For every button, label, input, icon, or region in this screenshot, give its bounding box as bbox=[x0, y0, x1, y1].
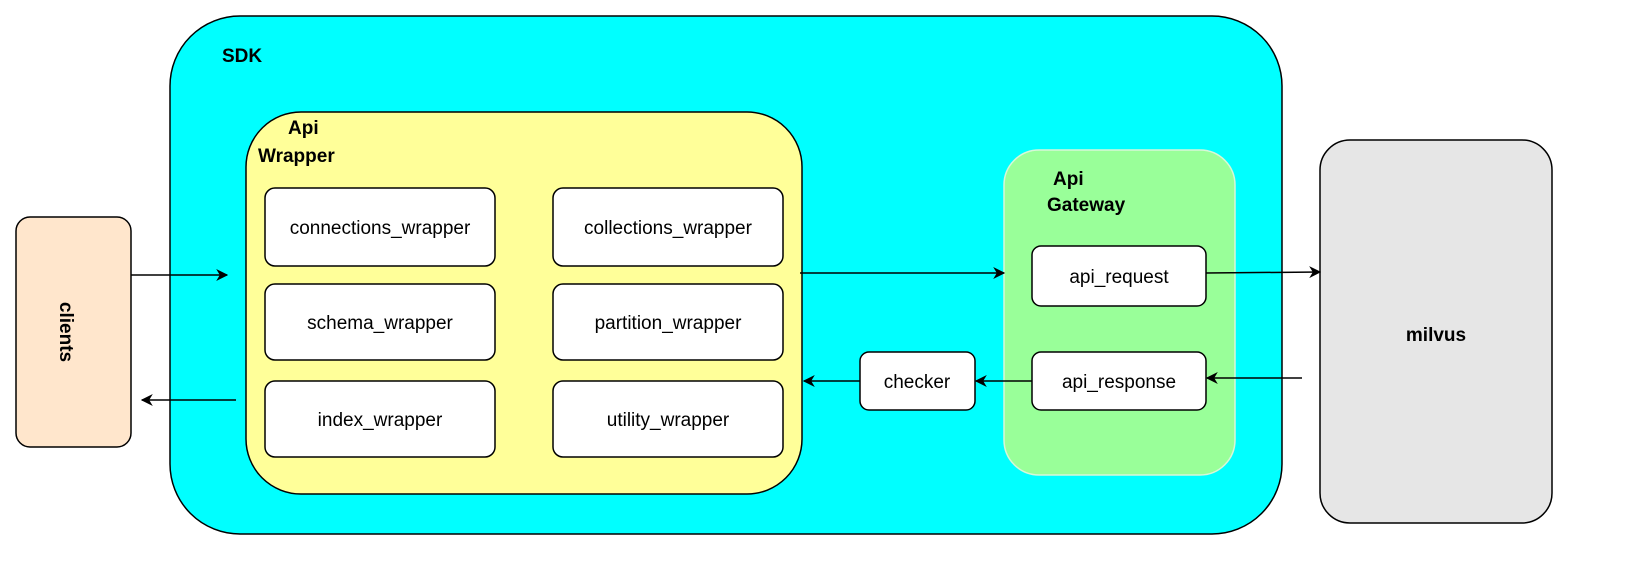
edges bbox=[131, 266, 1322, 406]
edge-request-to-milvus bbox=[1205, 266, 1322, 279]
wrapper-item-partition-wrapper: partition_wrapper bbox=[552, 283, 784, 361]
milvus-label: milvus bbox=[1406, 325, 1466, 346]
milvus-node: milvus bbox=[1319, 139, 1553, 524]
wrapper-item-collections-wrapper: collections_wrapper bbox=[552, 187, 784, 267]
api-gateway-label-line2: Gateway bbox=[1047, 195, 1126, 216]
wrapper-item-label: utility_wrapper bbox=[607, 410, 730, 431]
clients-label: clients bbox=[55, 302, 76, 362]
wrapper-item-schema-wrapper: schema_wrapper bbox=[264, 283, 496, 361]
api-gateway-label-line1: Api bbox=[1053, 169, 1084, 190]
checker-node: checker bbox=[859, 351, 976, 411]
wrapper-item-index-wrapper: index_wrapper bbox=[264, 380, 496, 458]
api-wrapper-label-line1: Api bbox=[288, 118, 319, 139]
sdk-label: SDK bbox=[222, 46, 262, 67]
wrapper-item-connections-wrapper: connections_wrapper bbox=[264, 187, 496, 267]
api-request-node: api_request bbox=[1031, 245, 1207, 307]
wrapper-item-label: partition_wrapper bbox=[595, 313, 742, 334]
wrapper-item-label: schema_wrapper bbox=[307, 313, 453, 334]
api-response-label: api_response bbox=[1062, 372, 1176, 393]
wrapper-item-label: collections_wrapper bbox=[584, 218, 753, 239]
api-response-node: api_response bbox=[1031, 351, 1207, 411]
checker-label: checker bbox=[884, 372, 951, 393]
api-wrapper-label-line2: Wrapper bbox=[258, 146, 335, 167]
wrapper-item-utility-wrapper: utility_wrapper bbox=[552, 380, 784, 458]
clients-node: clients bbox=[15, 216, 132, 448]
api-request-label: api_request bbox=[1069, 267, 1169, 288]
api-gateway-container: Api Gateway bbox=[1003, 149, 1236, 476]
wrapper-item-label: connections_wrapper bbox=[290, 218, 471, 239]
wrapper-item-label: index_wrapper bbox=[318, 410, 443, 431]
